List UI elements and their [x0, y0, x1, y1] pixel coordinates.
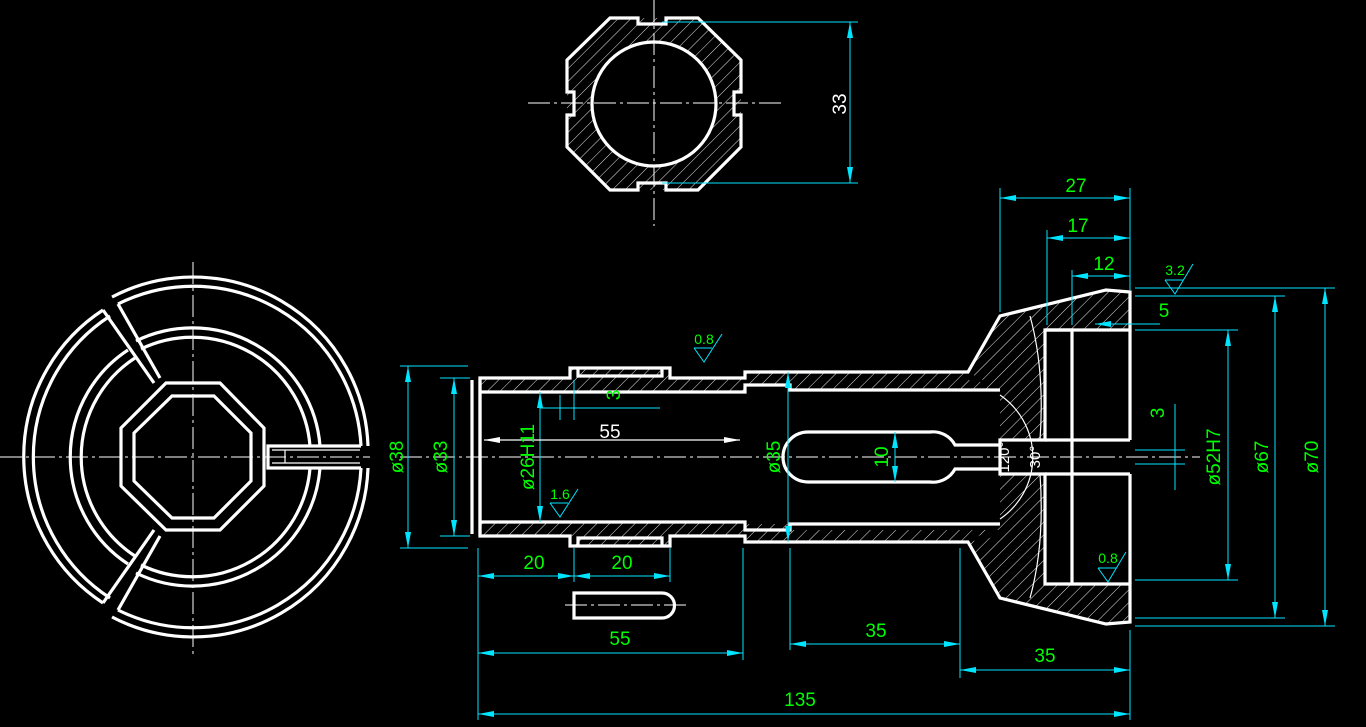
roughness-16-inner: 1.6 [550, 486, 570, 502]
dim-dia-35: ø35 [764, 441, 785, 474]
dim-27: 27 [1065, 176, 1086, 197]
roughness-08-top: 0.8 [694, 331, 714, 347]
dim-135: 135 [784, 690, 816, 711]
dim-20-a: 20 [523, 553, 544, 574]
dim-dia-38: ø38 [387, 441, 408, 474]
roughness-symbol-flange [1164, 263, 1194, 295]
dim-20-b: 20 [611, 553, 632, 574]
roughness-08-bore: 0.8 [1098, 550, 1118, 566]
dim-17: 17 [1067, 216, 1088, 237]
main-outline [478, 288, 1132, 626]
dim-3-slot: 3 [1148, 408, 1169, 419]
dimension-lines [400, 188, 1335, 720]
dim-35-b: 35 [1034, 646, 1055, 667]
dim-dia-67: ø67 [1252, 441, 1273, 474]
end-view-outer-ring [31, 314, 111, 600]
roughness-32-flange: 3.2 [1165, 262, 1185, 278]
dim-12: 12 [1093, 254, 1114, 275]
roughness-symbol-bore [1097, 551, 1127, 583]
dim-55: 55 [609, 629, 630, 650]
dim-55-bore: 55 [599, 422, 620, 443]
roughness-symbols [549, 263, 1194, 583]
dim-dia-33: ø33 [431, 441, 452, 474]
top-view-outer-octagon [565, 16, 743, 192]
roughness-symbol-inner [549, 488, 579, 518]
dim-dia-70: ø70 [1302, 441, 1323, 474]
main-section-view [400, 288, 1200, 626]
dim-33: 33 [830, 93, 851, 114]
dim-angle-120: 120° [996, 441, 1013, 472]
top-section-view: 33 [528, 0, 858, 226]
dim-dia-26h11: ø26H11 [518, 424, 539, 490]
dim-angle-30: 30° [1027, 446, 1044, 469]
main-slot [781, 430, 1000, 484]
top-view-bore [590, 40, 718, 168]
dim-35-a: 35 [865, 621, 886, 642]
key-part [572, 591, 677, 620]
dim-10: 10 [872, 446, 893, 467]
dim-3-key: 3 [604, 390, 625, 401]
main-hatch-top [480, 290, 1130, 440]
left-end-view [0, 262, 370, 655]
main-hatch-bottom [480, 474, 1130, 624]
end-view-inner-bore [119, 381, 266, 532]
roughness-symbol-top [693, 333, 723, 363]
end-view-middle-ring [135, 326, 322, 447]
dim-dia-52h7: ø52H7 [1204, 428, 1225, 485]
dim-5: 5 [1159, 301, 1170, 322]
dimension-texts: 27 17 12 5 3 3 55 20 20 55 35 35 135 ø38… [387, 176, 1323, 711]
